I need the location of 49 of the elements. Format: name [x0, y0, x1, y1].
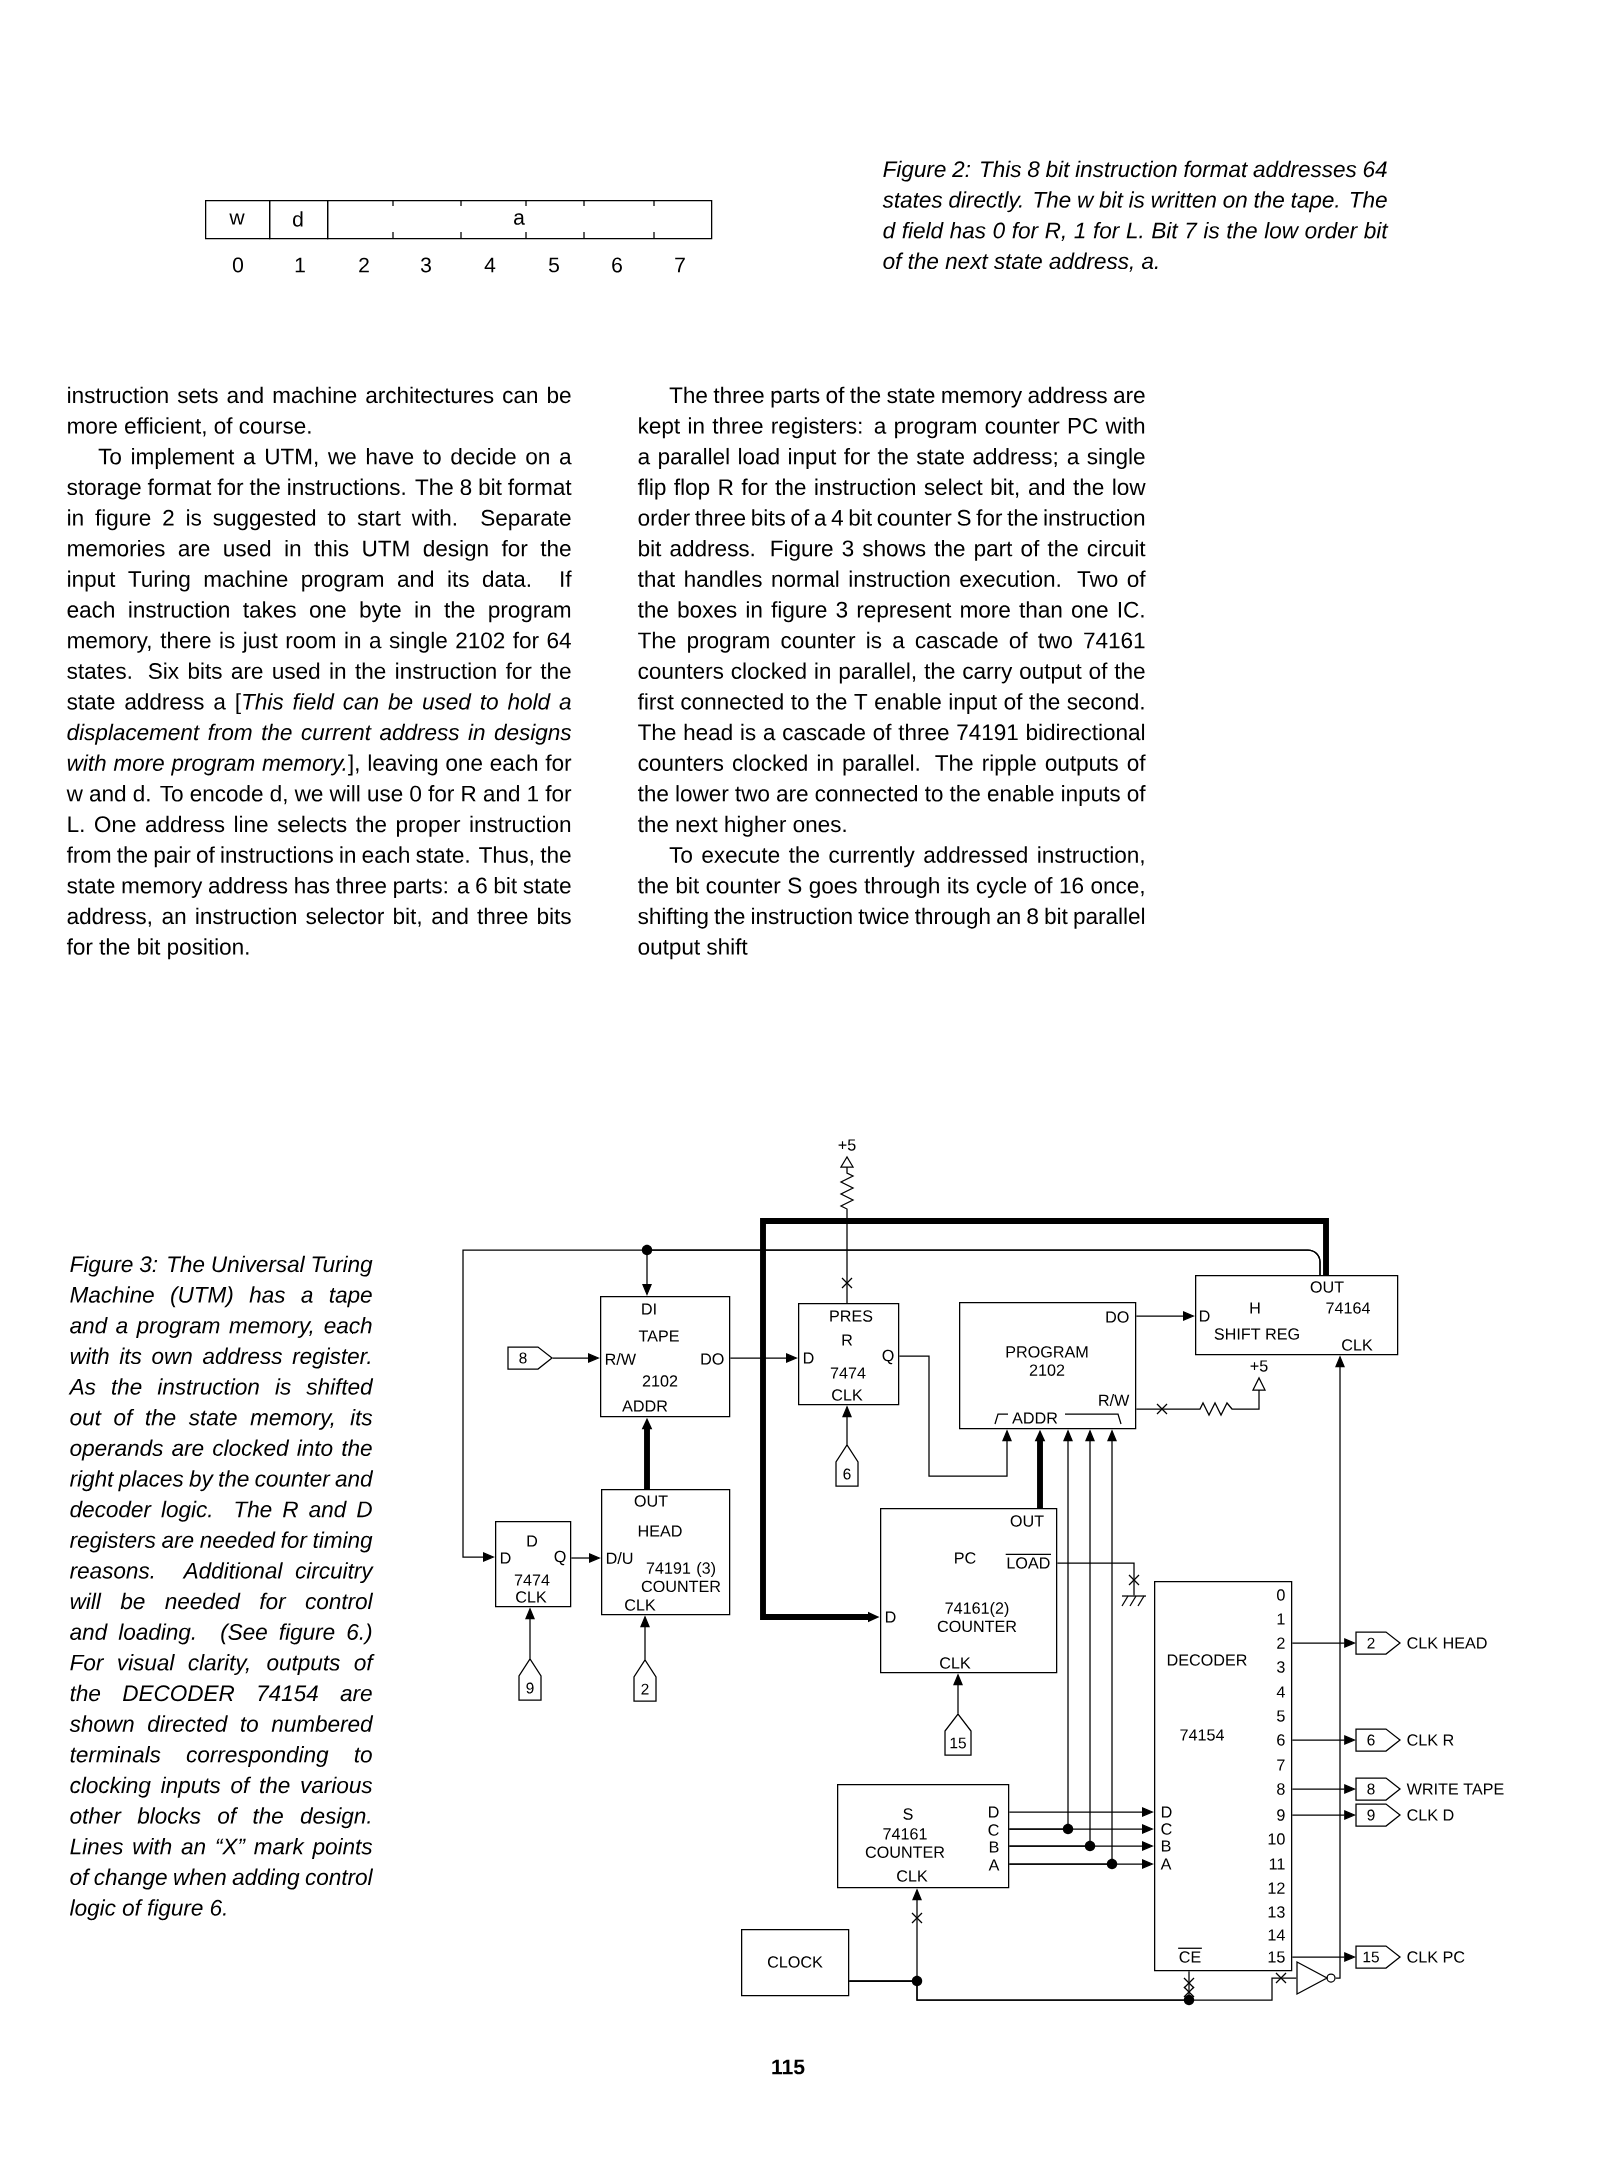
terminal-tag: 6 [1355, 1728, 1402, 1752]
wire [898, 1355, 1012, 1477]
field-box: d [269, 200, 329, 240]
chip-box: DECODER 74154 0 1 2 3 4 5 6 7 8 9 10 11 12 13 14 15 D C B A CE [1154, 1581, 1293, 1972]
supply-terminal: +5 [1250, 1360, 1268, 1391]
chip-box: DO PROGRAM 2102 R/W ADDR [959, 1302, 1137, 1430]
terminal-tag: 15 [1355, 1945, 1402, 1969]
body-paragraph: instruction sets and machine architectures can be more efficient, of course. [68, 386, 571, 437]
bit-number: 2 [359, 257, 369, 273]
chip-box: S 74161 COUNTER CLK D C B A [837, 1784, 1010, 1889]
terminal-tag: 8 [1355, 1777, 1402, 1801]
terminal-tag: 6 [835, 1443, 859, 1487]
terminal-tag: 2 [1355, 1631, 1402, 1655]
terminal-tag: 8 [507, 1346, 554, 1370]
caption: Figure 2: This 8 bit instruction format addresses 64 states directly. The w bit is written on the tape. The d field has 0 for R, 1 for L. Bit 7 is the low order bit of the next state address, a. [882, 160, 1389, 272]
chip-box: OUT H 74164 D SHIFT REG CLK [1195, 1275, 1399, 1356]
body-paragraph: The three parts of the state memory address are kept in three registers: a program counter PC with a parallel load input for the state address; a single flip flop R for the instruction select bit, and the low order three bits of a 4 bit counter S for the instruction bit address. Figure 3 shows the part of the circuit that handles normal instruction execution. Two of the boxes in figure 3 represent more than one IC. The program counter is a cascade of two 74161 counters clocked in parallel, the carry output of the first connected to the T enable input of the second. The head is a cascade of three 74191 bidirectional counters clocked in parallel. The ripple outputs of the lower two are connected to the enable inputs of the next higher ones. [637, 386, 1146, 837]
terminal-tag: 15 [944, 1712, 972, 1756]
chip-box: DI TAPE R/W DO 2102 ADDR [600, 1296, 731, 1418]
bit-number: 1 [295, 257, 305, 273]
body-paragraph: To execute the currently addressed instruction, the bit counter S goes through its cycle of 16 once, shifting the instruction twice through an 8 bit parallel output shift [637, 846, 1145, 960]
wire [839, 1166, 855, 1304]
terminal-tag: 9 [518, 1657, 542, 1701]
page-number: 115 [772, 2059, 805, 2075]
node-label: +5 [1250, 1360, 1268, 1372]
caption: Figure 3: The Universal Turing Machine (UTM) has a tape and a program memory, each with its own address register. As the instruction is shifted out of the state memory, its operands are clocked into the right places by the counter and decoder logic. The R and D registers are needed for timing reasons. Additional circuitry will be needed for control and loading. (See figure 6.) For visual clarity, outputs of the DECODER 74154 are shown directed to numbered terminals corresponding to clocking inputs of the various other blocks of the design. Lines with an “X” mark points of change when adding control logic of figure 6. [68, 1255, 375, 1921]
terminal-tag: 2 [633, 1658, 657, 1702]
signal-label: WRITE TAPE [1406, 1783, 1504, 1795]
terminal-tag: 9 [1355, 1803, 1402, 1827]
field-box: a [327, 199, 713, 240]
clock-box: CLOCK [741, 1929, 850, 1997]
wire [848, 1977, 1297, 2001]
wire [1056, 1562, 1135, 1597]
chip-box: PRES R D Q 7474 CLK [798, 1303, 900, 1406]
signal-label: CLK HEAD [1407, 1637, 1487, 1649]
body-paragraph: To implement a UTM, we have to decide on a storage format for the instructions. The 8 bit format in figure 2 is suggested to start with. Separate memories are used in this UTM design for the input Turing machine program and its data. If each instruction takes one byte in the program memory, there is just room in a single 2102 for 64 states. Six bits are used in the instruction for the state address a [This field can be used to hold a displacement from the current address in designs with more program memory.], leaving one each for w and d. To encode d, we will use 0 for R and 1 for L. One address line selects the proper instruction from the pair of instructions in each state. Thus, the state memory address has three parts: a 6 bit state address, an instruction selector bit, and three bits for the bit position. [66, 447, 572, 960]
bit-number: 0 [232, 257, 244, 273]
signal-label: CLK D [1407, 1809, 1454, 1821]
supply-terminal: +5 [838, 1139, 856, 1168]
node-label: +5 [838, 1139, 856, 1151]
ground-symbol [1121, 1595, 1147, 1607]
signal-label: CLK PC [1407, 1951, 1465, 1963]
signal-label: CLK R [1407, 1734, 1454, 1746]
wire [462, 1249, 1321, 1562]
field-box: w [205, 200, 271, 240]
chip-box: D D Q 7474 CLK [495, 1521, 572, 1608]
wire [1135, 1389, 1260, 1417]
chip-box: OUT PC LOAD D 74161(2) COUNTER CLK [880, 1508, 1058, 1674]
chip-box: OUT HEAD D/U 74191 (3) COUNTER CLK [601, 1489, 731, 1616]
